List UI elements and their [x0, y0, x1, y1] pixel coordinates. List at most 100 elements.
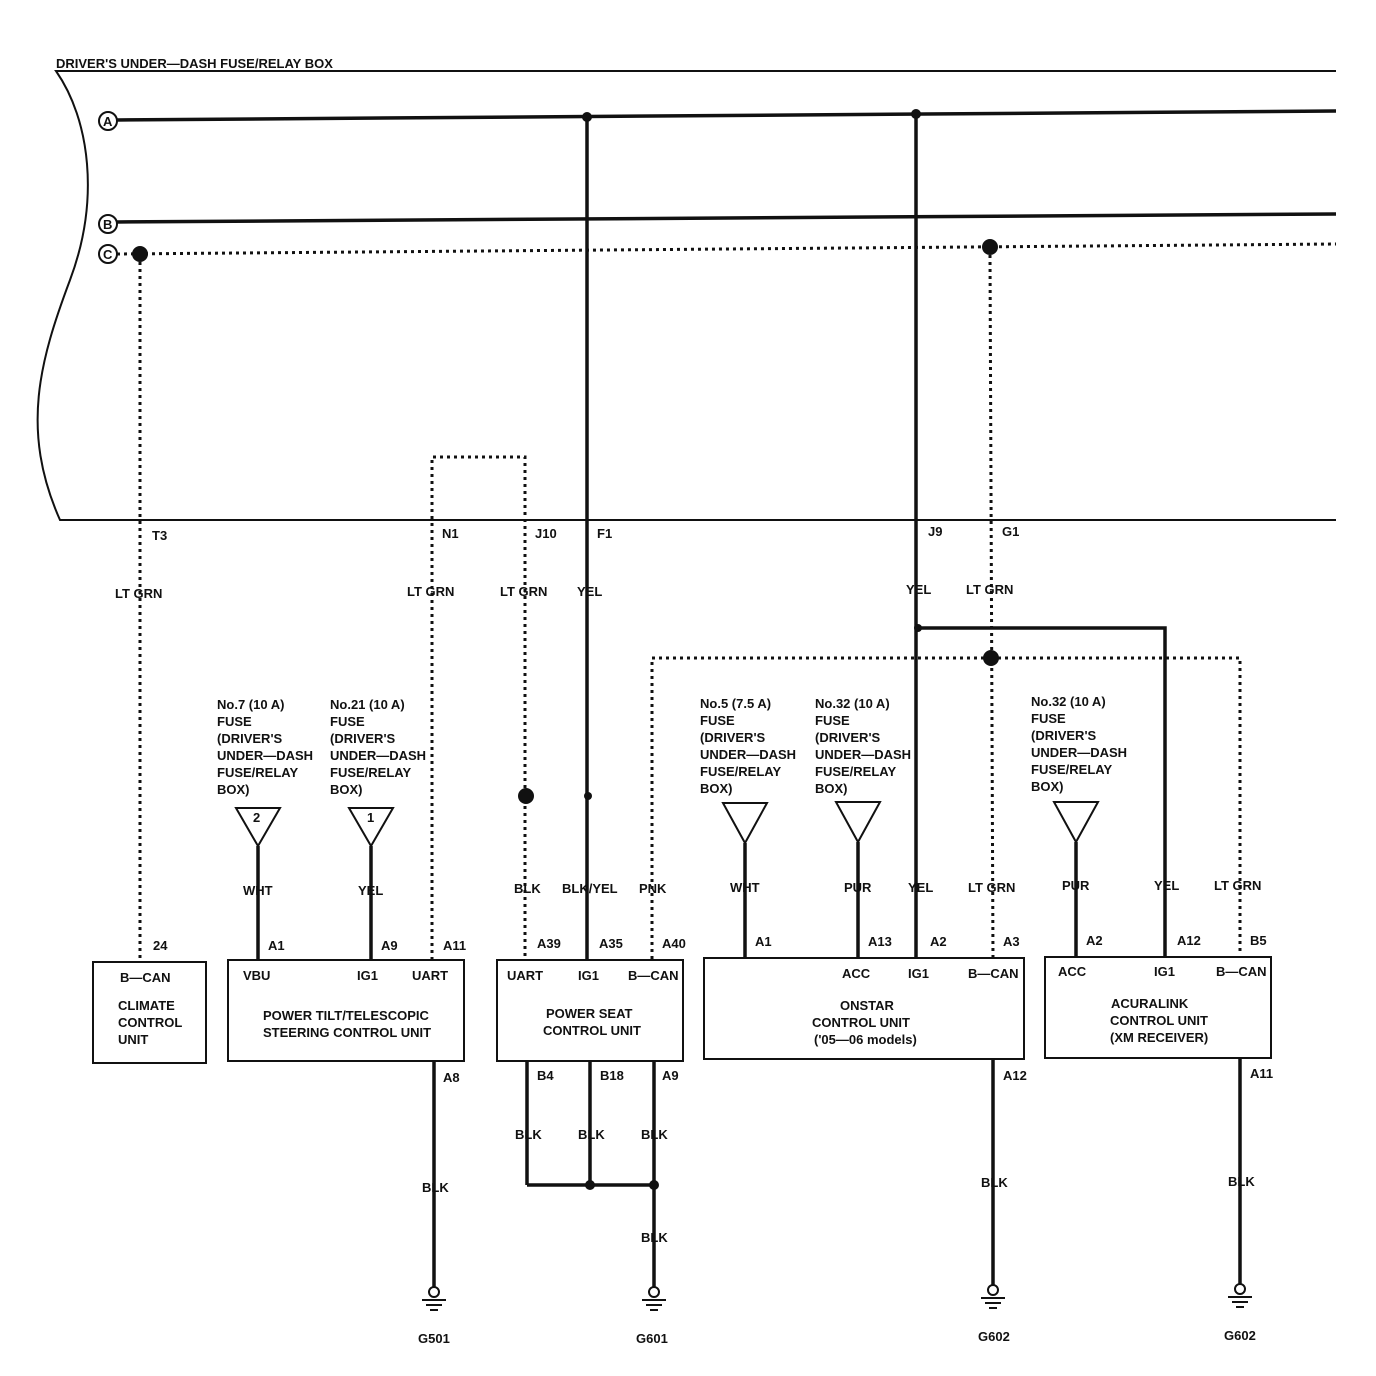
svg-text:CONTROL UNIT: CONTROL UNIT [812, 1015, 910, 1030]
svg-text:FUSE: FUSE [330, 714, 365, 729]
ground-wire-acuralink: A11 BLK [1228, 1058, 1273, 1285]
svg-text:FUSE: FUSE [815, 713, 850, 728]
svg-text:IG1: IG1 [357, 968, 378, 983]
svg-text:(DRIVER'S: (DRIVER'S [700, 730, 766, 745]
svg-text:G602: G602 [978, 1329, 1010, 1344]
svg-text:B4: B4 [537, 1068, 554, 1083]
term-j10: J10 [535, 526, 557, 541]
svg-text:ONSTAR: ONSTAR [840, 998, 895, 1013]
term-acura-b5: B5 [1250, 933, 1267, 948]
term-tilt-a9: A9 [381, 938, 398, 953]
term-onstar-a1: A1 [755, 934, 772, 949]
svg-text:BLK: BLK [515, 1127, 542, 1142]
svg-text:(DRIVER'S: (DRIVER'S [217, 731, 283, 746]
svg-text:UART: UART [507, 968, 543, 983]
svg-text:FUSE: FUSE [1031, 711, 1066, 726]
svg-text:('05—06 models): ('05—06 models) [814, 1032, 917, 1047]
fuse-no32-acuralink: No.32 (10 A) FUSE (DRIVER'S UNDER—DASH F… [1031, 694, 1127, 958]
svg-text:FUSE/RELAY: FUSE/RELAY [330, 765, 411, 780]
svg-text:UNDER—DASH: UNDER—DASH [330, 748, 426, 763]
svg-text:VBU: VBU [243, 968, 270, 983]
fuse-box-title: DRIVER'S UNDER—DASH FUSE/RELAY BOX [56, 56, 333, 71]
wire-j10: LT GRN [500, 584, 547, 599]
power-seat-control-unit: UART IG1 B—CAN POWER SEAT CONTROL UNIT [496, 959, 684, 1062]
svg-text:A8: A8 [443, 1070, 460, 1085]
svg-text:CLIMATE: CLIMATE [118, 998, 175, 1013]
term-tilt-a1: A1 [268, 938, 285, 953]
svg-text:STEERING CONTROL UNIT: STEERING CONTROL UNIT [263, 1025, 431, 1040]
bus-b-label: B [103, 217, 112, 232]
svg-text:CONTROL: CONTROL [118, 1015, 182, 1030]
svg-text:(XM RECEIVER): (XM RECEIVER) [1110, 1030, 1208, 1045]
term-acura-a2: A2 [1086, 933, 1103, 948]
term-t3: T3 [152, 528, 167, 543]
svg-text:POWER TILT/TELESCOPIC: POWER TILT/TELESCOPIC [263, 1008, 429, 1023]
wire-onstar-yel: YEL [908, 880, 933, 895]
wire-onstar-ltgrn: LT GRN [968, 880, 1015, 895]
term-climate-24: 24 [153, 938, 168, 953]
term-seat-a40: A40 [662, 936, 686, 951]
wire-n1: LT GRN [407, 584, 454, 599]
wire-t3: LT GRN [115, 586, 162, 601]
svg-text:BLK: BLK [578, 1127, 605, 1142]
svg-text:A12: A12 [1003, 1068, 1027, 1083]
term-onstar-a3: A3 [1003, 934, 1020, 949]
svg-text:B—CAN: B—CAN [628, 968, 679, 983]
fuse-no32-onstar: No.32 (10 A) FUSE (DRIVER'S UNDER—DASH F… [815, 696, 911, 960]
term-f1: F1 [597, 526, 612, 541]
svg-text:BLK: BLK [981, 1175, 1008, 1190]
svg-text:No.7 (10 A): No.7 (10 A) [217, 697, 284, 712]
svg-text:BOX): BOX) [330, 782, 363, 797]
svg-text:B18: B18 [600, 1068, 624, 1083]
bus-a-label: A [103, 114, 113, 129]
svg-text:ACURALINK: ACURALINK [1111, 996, 1189, 1011]
term-onstar-a2: A2 [930, 934, 947, 949]
svg-text:CONTROL UNIT: CONTROL UNIT [543, 1023, 641, 1038]
splice-c-right [982, 239, 998, 255]
svg-text:BLK: BLK [641, 1127, 668, 1142]
svg-text:B—CAN: B—CAN [968, 966, 1019, 981]
term-seat-a39: A39 [537, 936, 561, 951]
splice-c-left [132, 246, 148, 262]
svg-text:FUSE/RELAY: FUSE/RELAY [1031, 762, 1112, 777]
svg-text:ACC: ACC [1058, 964, 1087, 979]
wire-j9: YEL [906, 582, 931, 597]
svg-text:FUSE: FUSE [700, 713, 735, 728]
svg-text:B—CAN: B—CAN [1216, 964, 1267, 979]
svg-text:FUSE/RELAY: FUSE/RELAY [217, 765, 298, 780]
wire-seat-ig1: BLK/YEL [562, 881, 618, 896]
term-n1: N1 [442, 526, 459, 541]
fuse-no5: No.5 (7.5 A) FUSE (DRIVER'S UNDER—DASH F… [700, 696, 796, 960]
svg-text:BOX): BOX) [700, 781, 733, 796]
wire-seat-uart: BLK [514, 881, 541, 896]
ground-g501: G501 [418, 1286, 450, 1346]
fuse-no21-num: 1 [367, 810, 374, 825]
svg-text:UNDER—DASH: UNDER—DASH [217, 748, 313, 763]
svg-text:G601: G601 [636, 1331, 668, 1346]
bus-c-label: C [103, 247, 113, 262]
term-acura-a12: A12 [1177, 933, 1201, 948]
svg-text:BLK: BLK [1228, 1174, 1255, 1189]
wire-tilt-vbu: WHT [243, 883, 273, 898]
fuse-no21: No.21 (10 A) FUSE (DRIVER'S UNDER—DASH F… [330, 697, 426, 960]
svg-text:BLK: BLK [422, 1180, 449, 1195]
svg-text:(DRIVER'S: (DRIVER'S [815, 730, 881, 745]
climate-control-unit: B—CAN CLIMATE CONTROL UNIT [92, 961, 207, 1064]
term-g1: G1 [1002, 524, 1019, 539]
svg-text:UART: UART [412, 968, 448, 983]
wire-g1: LT GRN [966, 582, 1013, 597]
svg-text:UNDER—DASH: UNDER—DASH [815, 747, 911, 762]
svg-text:No.32 (10 A): No.32 (10 A) [815, 696, 890, 711]
svg-text:BLK: BLK [641, 1230, 668, 1245]
term-onstar-a13: A13 [868, 934, 892, 949]
svg-text:UNDER—DASH: UNDER—DASH [700, 747, 796, 762]
wire-seat-bcan: PNK [639, 881, 667, 896]
term-j9: J9 [928, 524, 942, 539]
wire-onstar-pur: PUR [844, 880, 872, 895]
svg-text:FUSE: FUSE [217, 714, 252, 729]
wire-acura-ltgrn: LT GRN [1214, 878, 1261, 893]
svg-text:(DRIVER'S: (DRIVER'S [330, 731, 396, 746]
onstar-control-unit: ACC IG1 B—CAN ONSTAR CONTROL UNIT ('05—0… [703, 957, 1025, 1060]
ground-g601: G601 [636, 1286, 668, 1346]
svg-text:A9: A9 [662, 1068, 679, 1083]
